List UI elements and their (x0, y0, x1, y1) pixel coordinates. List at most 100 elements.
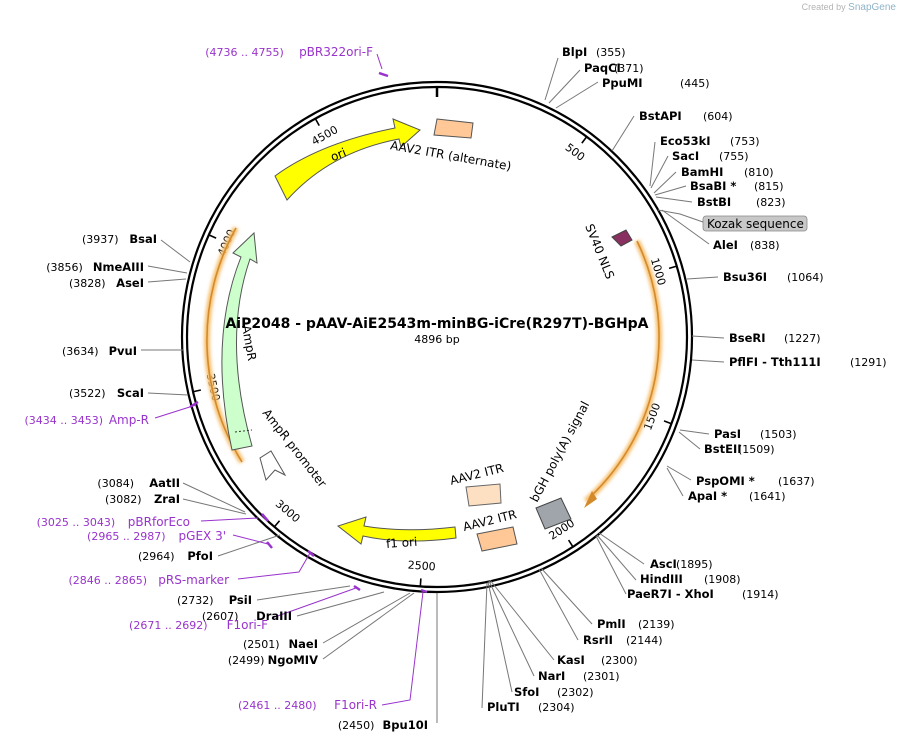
site-name: AseI (116, 276, 144, 290)
site-name: PluTI (487, 700, 520, 714)
feature-label-sv40-nls: SV40 NLS (582, 222, 617, 281)
site-position: (3937) (82, 233, 119, 246)
site-name: Bsu36I (723, 270, 767, 284)
site-position: (371) (614, 62, 644, 75)
primer-name: pGEX 3' (179, 529, 226, 543)
tick-label: 3000 (273, 497, 303, 525)
site-name: PmlI (597, 617, 626, 631)
feature-label-kozak: Kozak sequence (707, 217, 804, 231)
site-position: (2304) (538, 701, 575, 714)
backbone-outer-circle (180, 80, 694, 594)
primer-name: pBR322ori-F (299, 45, 373, 59)
site-position: (3828) (69, 277, 106, 290)
site-leader-lines (141, 57, 725, 723)
tick-4000 (208, 234, 217, 239)
site-position: (2300) (601, 654, 638, 667)
site-position: (2450) (338, 719, 375, 732)
site-name: NmeAIII (93, 260, 144, 274)
ampr-promoter-boundary (234, 429, 253, 433)
tick-4500 (314, 118, 320, 126)
site-position: (815) (754, 180, 784, 193)
primer-range: (4736 .. 4755) (205, 46, 284, 59)
tick-2000 (567, 539, 574, 548)
tick-1500 (663, 420, 672, 425)
tick-2500 (419, 578, 422, 587)
plasmid-length: 4896 bp (414, 333, 459, 346)
site-name: Bpu10I (383, 718, 428, 732)
tick-3500 (192, 389, 202, 393)
site-position: (445) (680, 77, 710, 90)
site-name: PaqCI (584, 61, 621, 75)
plasmid-title: AiP2048 - pAAV-AiE2543m-minBG-iCre(R297T… (225, 316, 648, 332)
primer-name: pRS-marker (158, 573, 229, 587)
site-position: (3082) (105, 493, 142, 506)
site-name: BstBI (697, 195, 731, 209)
site-position: (2732) (177, 594, 214, 607)
site-name: PaeR7I - XhoI (627, 587, 714, 601)
site-name: AleI (713, 238, 738, 252)
primer-range: (2671 .. 2692) (129, 619, 208, 632)
site-position: (3084) (97, 477, 134, 490)
site-name: ZraI (154, 492, 180, 506)
site-name: HindIII (640, 572, 683, 586)
site-position: (355) (596, 46, 626, 59)
watermark: Created by SnapGene (801, 2, 896, 13)
site-name: BseRI (729, 331, 766, 345)
tick-1000 (668, 265, 677, 270)
feature-label-ampr-promoter: AmpR promoter (260, 406, 330, 490)
site-name: DraIII (256, 609, 292, 623)
site-name: Eco53kI (660, 134, 711, 148)
ampr-promoter-feature (259, 450, 287, 482)
primer-name: pBRforEco (128, 515, 190, 529)
primer-range: (2965 .. 2987) (87, 530, 166, 543)
cre-cds-arrowhead (584, 491, 597, 508)
cre-cds-glow (583, 239, 663, 504)
site-name: AscI (650, 557, 677, 571)
feature-label-f1-ori: f1 ori (386, 535, 418, 551)
site-position: (2139) (638, 618, 675, 631)
kozak-leader (657, 209, 704, 223)
kozak-label-box (702, 215, 808, 232)
site-position: (604) (703, 110, 733, 123)
snapgene-logo: SnapGene (848, 2, 896, 13)
primer-lines (154, 53, 424, 706)
site-name: PsiI (229, 593, 252, 607)
ampr-feature (221, 231, 258, 451)
site-position: (810) (744, 166, 774, 179)
site-name: NarI (538, 669, 565, 683)
site-position: (3522) (69, 387, 106, 400)
site-name: PflFI - Tth111I (729, 355, 821, 369)
feature-label-aav2-itr-alternate: AAV2 ITR (alternate) (389, 138, 512, 173)
primer-range: (3025 .. 3043) (37, 516, 116, 529)
site-position: (1895) (676, 558, 713, 571)
site-position: (2964) (138, 550, 175, 563)
site-name: SacI (672, 149, 699, 163)
site-name: NaeI (289, 637, 318, 651)
aav2-itr-feature-2 (476, 526, 518, 552)
site-position: (753) (730, 135, 760, 148)
site-name: ScaI (117, 386, 144, 400)
site-name: PasI (714, 427, 741, 441)
bgh-polya-feature (535, 497, 572, 530)
site-name: PvuI (109, 344, 137, 358)
site-name: PfoI (187, 549, 213, 563)
feature-label-bgh-polya: bGH poly(A) signal (527, 399, 592, 504)
site-name: PpuMI (602, 76, 643, 90)
site-name: BlpI (562, 45, 587, 59)
site-position: (1291) (850, 356, 887, 369)
tick-500 (581, 136, 588, 144)
feature-label-ori: ori (328, 145, 348, 164)
site-position: (1914) (742, 588, 779, 601)
site-name: KasI (557, 653, 585, 667)
site-name: BsaI (129, 232, 157, 246)
aav2-itr-alternate-feature (433, 118, 474, 139)
site-name: ApaI * (688, 489, 727, 503)
sv40-nls-feature (611, 229, 633, 247)
site-name: SfoI (514, 685, 539, 699)
feature-label-ampr: AmpR (239, 324, 259, 362)
tick-3000 (273, 520, 281, 528)
site-name: RsrII (583, 633, 613, 647)
site-position: (1227) (784, 332, 821, 345)
